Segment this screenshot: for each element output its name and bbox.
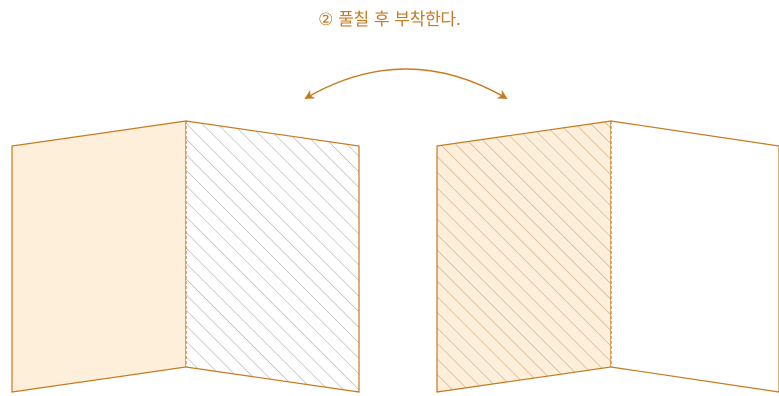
right-card bbox=[436, 120, 779, 393]
left-card-right-panel-outline bbox=[185, 120, 360, 393]
left-card-left-panel bbox=[11, 120, 187, 393]
right-card-right-panel bbox=[610, 120, 779, 393]
swap-arrow bbox=[304, 68, 508, 99]
left-card bbox=[11, 120, 360, 393]
right-card-left-panel-hatch bbox=[437, 121, 611, 392]
step-caption: ② 풀칠 후 부착한다. bbox=[318, 10, 461, 30]
left-card-right-panel-hatch bbox=[186, 121, 359, 392]
